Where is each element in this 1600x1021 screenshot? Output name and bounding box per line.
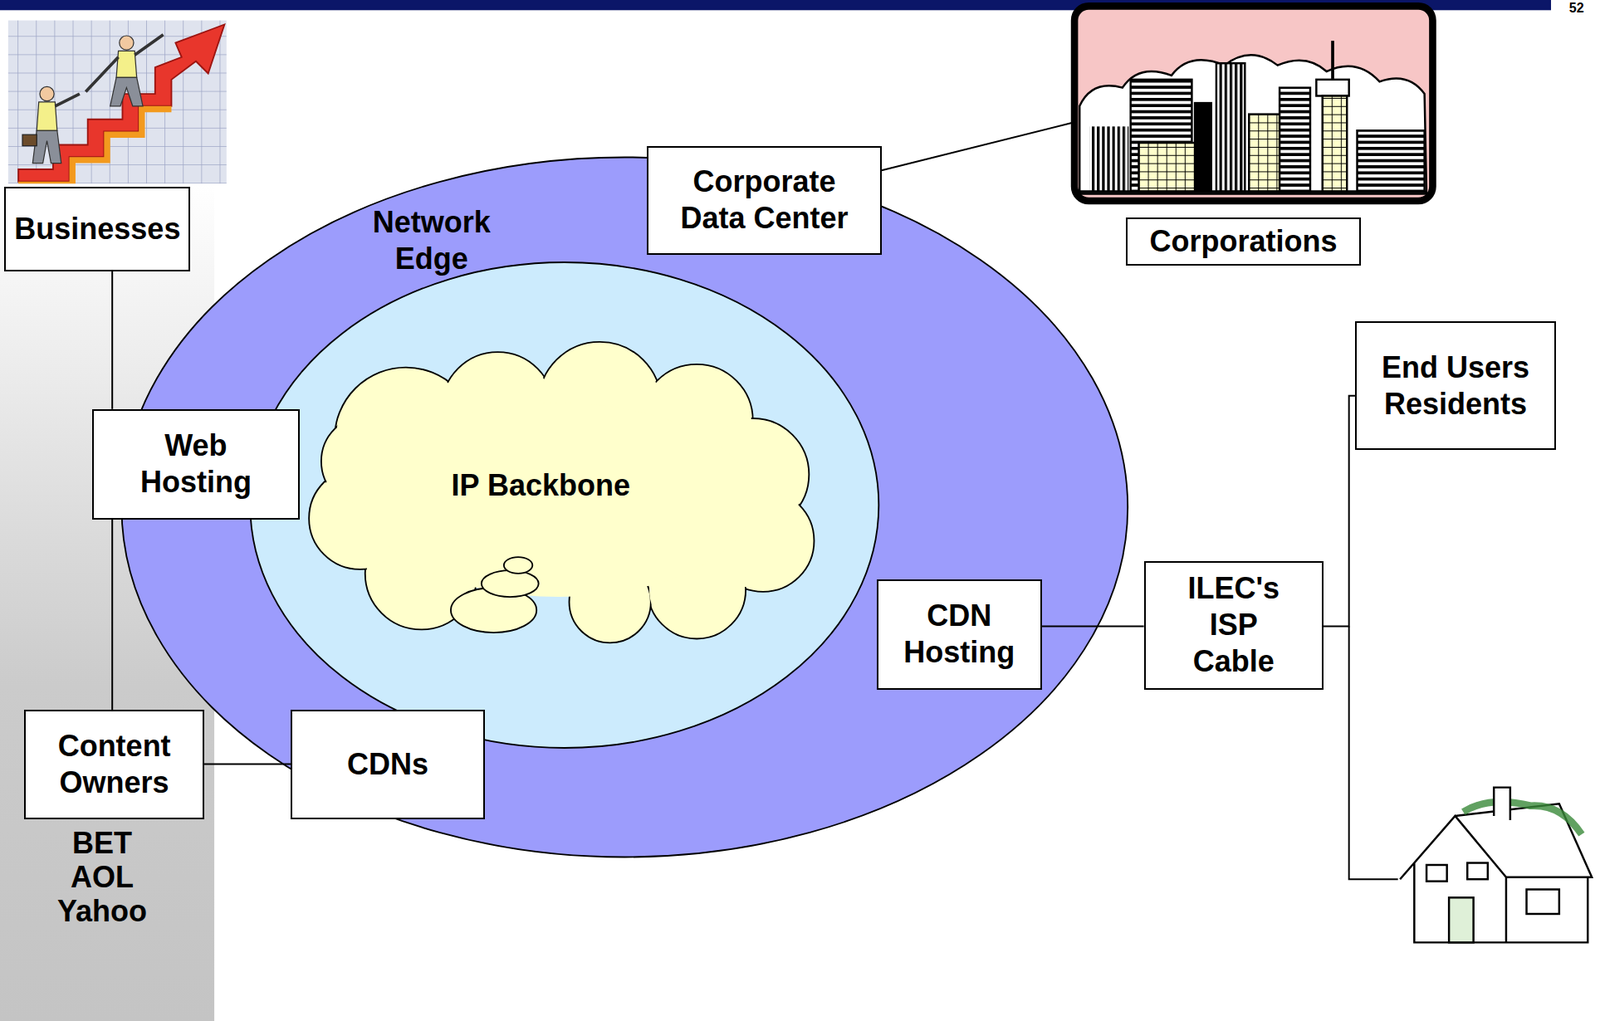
process-box: Web Hosting (92, 409, 301, 520)
connector-line (1323, 396, 1356, 627)
process-box: End Users Residents (1355, 321, 1556, 451)
node-label: CDN Hosting (896, 597, 1022, 671)
node-label: End Users Residents (1372, 349, 1539, 423)
node-label: Businesses (14, 210, 181, 248)
process-box: ILEC's ISP Cable (1144, 561, 1324, 690)
process-box: CDN Hosting (876, 579, 1043, 690)
house-illustration (1349, 626, 1592, 943)
process-box: Corporate Data Center (646, 146, 882, 255)
label-box: Corporations (1125, 217, 1362, 266)
business-illustration (8, 20, 227, 185)
content-owner-name: BET (72, 826, 133, 861)
content-owner-name: AOL (70, 860, 134, 895)
connector-line (111, 519, 113, 711)
node-label: Content Owners (39, 728, 190, 802)
process-box: Content Owners (24, 709, 204, 819)
connector-line (204, 763, 291, 765)
content-owner-name: Yahoo (57, 894, 147, 929)
page-number: 52 (1569, 0, 1585, 16)
city-illustration (1074, 5, 1433, 201)
node-label: ILEC's ISP Cable (1179, 570, 1288, 681)
backbone-cloud: IP Backbone (303, 347, 825, 638)
process-box: CDNs (290, 709, 485, 819)
node-label: Web Hosting (121, 427, 271, 501)
node-label: IP Backbone (451, 467, 631, 504)
node-label: Corporations (1149, 223, 1337, 260)
corporations-group: Corporations (1073, 4, 1434, 265)
process-box: Businesses (4, 186, 191, 272)
connector-line (881, 122, 1074, 171)
node-label: CDNs (347, 746, 429, 783)
connector-line (1042, 626, 1145, 628)
connector-line (111, 271, 113, 410)
node-label: Network Edge (361, 204, 503, 278)
node-label: Corporate Data Center (675, 163, 854, 237)
